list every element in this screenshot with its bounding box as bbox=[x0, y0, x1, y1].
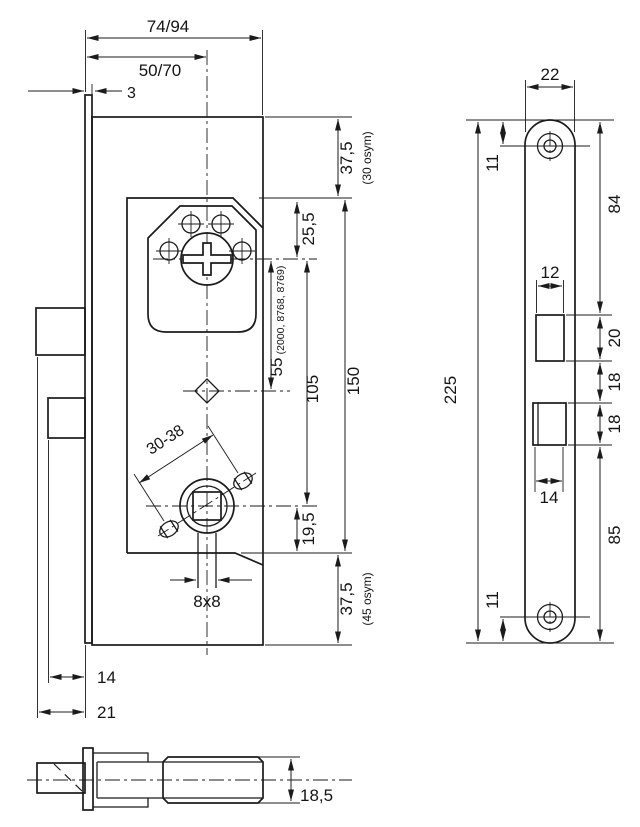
dim-screw-top-offset-label: 11 bbox=[483, 154, 502, 172]
dim-plate-width-label: 22 bbox=[541, 65, 560, 84]
dim-case-height: 150 bbox=[342, 200, 363, 551]
dim-bolt-cutout-width: 14 bbox=[534, 447, 564, 507]
lock-case-outline bbox=[126, 197, 264, 566]
dim-deadbolt-throw: 14 bbox=[48, 440, 116, 718]
dim-total-depth-label: 74/94 bbox=[147, 17, 190, 36]
dim-faceplate-offset: 3 bbox=[28, 84, 136, 117]
mounting-screw-icon bbox=[233, 471, 253, 491]
dim-spindle-distance-label: 105 bbox=[303, 375, 322, 403]
latch-bolt bbox=[35, 307, 86, 356]
faceplate-edge bbox=[84, 94, 93, 644]
left-section-view: 30-38 74/94 50/70 3 37,5 bbox=[28, 17, 374, 722]
faceplate-front-view: 22 11 84 12 20 18 bbox=[441, 65, 624, 644]
screw-hole-bottom bbox=[500, 602, 590, 632]
dim-below-spindle: 19,5 bbox=[294, 508, 318, 551]
escutcheon-screw-holes bbox=[156, 211, 255, 264]
screw-hole-icon bbox=[229, 238, 255, 264]
dim-case-thickness-label: 18,5 bbox=[300, 786, 333, 805]
dim-cutout-gap-label: 18 bbox=[605, 373, 624, 392]
cylinder-cross bbox=[182, 242, 232, 276]
dim-screw-bottom-offset: 11 bbox=[483, 591, 506, 641]
dead-bolt bbox=[47, 397, 86, 439]
dim-backset: 50/70 bbox=[87, 54, 206, 80]
escutcheon-plate bbox=[147, 205, 257, 333]
case-front-section bbox=[96, 761, 263, 799]
front-plate-outline bbox=[524, 119, 576, 644]
dim-lower-section-label: 85 bbox=[605, 526, 624, 545]
dim-top-margin: 37,5 (30 osym) bbox=[335, 119, 374, 196]
dim-cylinder-offset: 25,5 bbox=[294, 202, 318, 257]
side-view: 18,5 bbox=[27, 747, 352, 811]
dim-cylinder-offset-label: 25,5 bbox=[299, 212, 318, 245]
dim-bottom-margin-note: (45 osym) bbox=[360, 572, 374, 625]
dim-latch-cutout-width: 12 bbox=[536, 263, 564, 313]
faceplate-side bbox=[82, 747, 94, 811]
faceplate-lip bbox=[93, 752, 149, 808]
dim-bolt-cutout-width-label: 14 bbox=[540, 488, 559, 507]
dim-centers-distance-label: 55 bbox=[267, 358, 286, 377]
dim-latch-throw-label: 21 bbox=[97, 703, 116, 722]
bolt-cutout bbox=[532, 402, 567, 446]
screw-hole-icon bbox=[156, 238, 182, 264]
dim-plate-length: 225 bbox=[441, 122, 481, 641]
dim-spindle-square-label: 8x8 bbox=[193, 592, 220, 611]
dim-latch-cutout-height: 20 bbox=[597, 317, 624, 359]
dim-top-margin-note: (30 osym) bbox=[360, 131, 374, 184]
screw-hole-icon bbox=[208, 211, 234, 237]
dim-latch-cutout-width-label: 12 bbox=[541, 263, 560, 282]
dim-bolt-cutout-height-label: 18 bbox=[605, 415, 624, 434]
dim-screw-bottom-offset-label: 11 bbox=[483, 591, 502, 609]
spindle-square-hole bbox=[192, 491, 222, 521]
dim-faceplate-offset-label: 3 bbox=[127, 85, 136, 102]
dim-plate-length-label: 225 bbox=[441, 376, 460, 404]
dim-plate-width: 22 bbox=[525, 65, 575, 132]
dim-latch-cutout-height-label: 20 bbox=[605, 329, 624, 348]
dim-centers-distance: 55 (2000, 8768, 8769) bbox=[267, 261, 287, 389]
latch-bolt-side bbox=[36, 762, 86, 794]
latch-cutout bbox=[535, 314, 565, 362]
dim-below-spindle-label: 19,5 bbox=[299, 512, 318, 545]
dim-case-thickness: 18,5 bbox=[258, 756, 333, 805]
dim-case-height-label: 150 bbox=[344, 367, 363, 395]
dim-latch-position-label: 84 bbox=[605, 195, 624, 214]
dim-spindle-distance: 105 bbox=[303, 261, 322, 504]
latch-bevel-hidden-line bbox=[53, 763, 83, 792]
screw-hole-top bbox=[500, 131, 590, 161]
dim-backset-label: 50/70 bbox=[139, 61, 182, 80]
dim-screw-span-label: 30-38 bbox=[144, 422, 188, 459]
dim-latch-throw: 21 bbox=[37, 357, 116, 722]
dim-spindle-square: 8x8 bbox=[170, 577, 252, 611]
dim-bottom-margin: 37,5 (45 osym) bbox=[335, 555, 374, 643]
dim-total-depth: 74/94 bbox=[85, 17, 263, 115]
lock-body-outline bbox=[91, 116, 264, 646]
dim-cutout-gap: 18 bbox=[597, 363, 624, 401]
center-marker-diamond bbox=[194, 378, 220, 404]
dim-top-margin-label: 37,5 bbox=[337, 141, 356, 174]
dim-screw-top-offset: 11 bbox=[483, 122, 506, 172]
dim-latch-position: 84 bbox=[597, 122, 624, 313]
dim-bolt-cutout-height: 18 bbox=[597, 405, 624, 443]
screw-hole-icon bbox=[178, 211, 204, 237]
mounting-screw-icon bbox=[159, 519, 179, 539]
dim-deadbolt-throw-label: 14 bbox=[97, 668, 116, 687]
dim-bottom-margin-label: 37,5 bbox=[337, 582, 356, 615]
cylinder-hole bbox=[180, 232, 234, 286]
dim-centers-note: (2000, 8768, 8769) bbox=[275, 266, 287, 355]
dim-lower-section: 85 bbox=[597, 447, 624, 641]
